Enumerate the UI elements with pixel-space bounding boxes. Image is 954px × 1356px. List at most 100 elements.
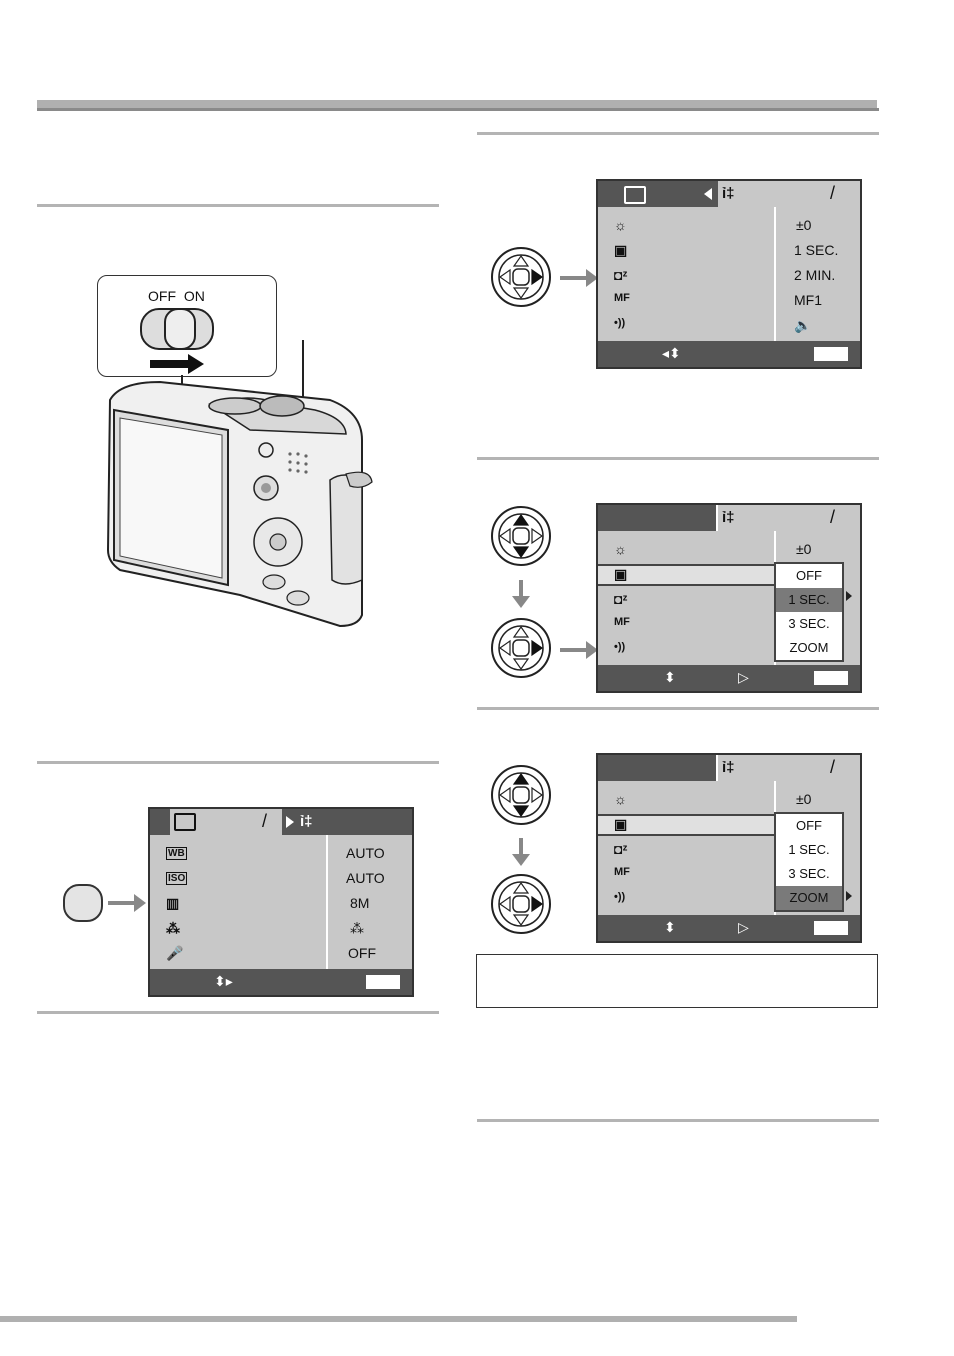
audio-value: OFF bbox=[348, 945, 376, 961]
beep-icon: •)) bbox=[614, 891, 626, 903]
top-header-bar bbox=[37, 100, 877, 108]
dpad-right-press[interactable] bbox=[490, 617, 552, 679]
section-rule bbox=[37, 204, 439, 207]
down-step-arrow bbox=[512, 838, 530, 866]
mf-assist-value: MF1 bbox=[794, 292, 822, 308]
lcd-footer: ⬍ ▷ bbox=[598, 915, 860, 941]
switch-labels: OFF ON bbox=[148, 288, 205, 304]
next-step-arrow bbox=[560, 269, 598, 287]
setup-tab-arrow-icon bbox=[286, 816, 294, 828]
page-indicator: / bbox=[262, 811, 268, 831]
lcd-footer: ◂⬍ bbox=[598, 341, 860, 367]
power-switch-inset: OFF ON bbox=[97, 275, 277, 377]
mf-assist-icon: MF bbox=[614, 866, 630, 878]
iso-icon: ISO bbox=[166, 872, 188, 885]
nav-right-icon: ▷ bbox=[738, 669, 749, 685]
lcd-header: ỉ‡ / bbox=[598, 505, 860, 531]
switch-on-label: ON bbox=[183, 288, 205, 304]
brightness-value: ±0 bbox=[796, 791, 812, 807]
picture-size-icon: ▥ bbox=[166, 895, 180, 911]
setup-tab-icon: ỉ‡ bbox=[300, 813, 313, 830]
down-step-arrow bbox=[512, 580, 530, 608]
camera-tab-icon bbox=[624, 186, 646, 204]
beep-icon: •)) bbox=[614, 317, 626, 329]
camera-tab-icon bbox=[174, 813, 196, 831]
review-options-popup: OFF 1 SEC. 3 SEC. ZOOM bbox=[774, 562, 844, 662]
dpad-up-down-press[interactable] bbox=[490, 764, 552, 826]
next-step-arrow bbox=[560, 641, 598, 659]
back-tab-arrow-icon bbox=[704, 188, 712, 200]
switch-direction-arrow bbox=[150, 360, 190, 368]
nav-updown-icon: ⬍ bbox=[664, 919, 676, 935]
quality-icon: ⁂ bbox=[166, 920, 180, 936]
exit-hint bbox=[366, 975, 400, 989]
white-balance-icon: WB bbox=[166, 847, 187, 860]
switch-off-label: OFF bbox=[148, 288, 176, 304]
menu-button[interactable] bbox=[63, 884, 103, 922]
exit-hint bbox=[814, 347, 848, 361]
option-off[interactable]: OFF bbox=[776, 814, 842, 838]
note-box bbox=[476, 954, 878, 1008]
next-step-arrow bbox=[108, 894, 146, 912]
lcd-screen-zoom-selected: ỉ‡ / ☼ ±0 ▣ ◘ᶻ MF •)) OFF 1 SEC. 3 SEC. Z… bbox=[596, 753, 862, 943]
highlighted-row bbox=[598, 814, 776, 836]
top-header-bar-shadow bbox=[37, 108, 879, 111]
nav-hint-icon: ◂⬍ bbox=[662, 345, 681, 361]
section-rule bbox=[37, 761, 439, 764]
section-rule bbox=[477, 1119, 879, 1122]
quality-value: ⁂ bbox=[350, 920, 364, 936]
highlighted-row bbox=[598, 564, 776, 586]
power-save-icon: ◘ᶻ bbox=[614, 591, 628, 607]
switch-direction-arrowhead bbox=[188, 354, 204, 374]
lcd-footer: ⬍ ▷ bbox=[598, 665, 860, 691]
dpad-up-down-press[interactable] bbox=[490, 505, 552, 567]
review-icon: ▣ bbox=[614, 816, 628, 832]
option-zoom[interactable]: ZOOM bbox=[776, 636, 842, 660]
lcd-footer: ⬍▸ bbox=[150, 969, 412, 995]
review-options-popup: OFF 1 SEC. 3 SEC. ZOOM bbox=[774, 812, 844, 912]
option-3-sec[interactable]: 3 SEC. bbox=[776, 862, 842, 886]
audio-icon: 🎤 bbox=[166, 945, 184, 961]
option-1-sec[interactable]: 1 SEC. bbox=[776, 838, 842, 862]
brightness-icon: ☼ bbox=[614, 791, 627, 807]
section-rule bbox=[477, 132, 879, 135]
exit-hint bbox=[814, 921, 848, 935]
selection-pointer-icon bbox=[846, 591, 852, 601]
page-indicator: / bbox=[830, 183, 836, 203]
iso-value: AUTO bbox=[346, 870, 385, 886]
dpad-right-press[interactable] bbox=[490, 873, 552, 935]
mf-assist-icon: MF bbox=[614, 292, 630, 304]
option-3-sec[interactable]: 3 SEC. bbox=[776, 612, 842, 636]
power-switch[interactable] bbox=[140, 308, 214, 350]
brightness-value: ±0 bbox=[796, 541, 812, 557]
option-1-sec[interactable]: 1 SEC. bbox=[776, 588, 842, 612]
bottom-footer-bar bbox=[0, 1316, 797, 1322]
values-column bbox=[774, 207, 860, 341]
white-balance-value: AUTO bbox=[346, 845, 385, 861]
review-icon: ▣ bbox=[614, 242, 628, 258]
review-icon: ▣ bbox=[614, 566, 628, 582]
mf-assist-icon: MF bbox=[614, 616, 630, 628]
values-column bbox=[326, 835, 412, 969]
option-zoom[interactable]: ZOOM bbox=[776, 886, 842, 910]
lcd-header: ỉ‡ / bbox=[598, 755, 860, 781]
setup-tab-icon: ỉ‡ bbox=[722, 759, 735, 776]
dpad-right-press[interactable] bbox=[490, 246, 552, 308]
setup-tab-icon: ỉ‡ bbox=[722, 509, 735, 526]
nav-updown-icon: ⬍ bbox=[664, 669, 676, 685]
section-rule bbox=[477, 457, 879, 460]
section-rule bbox=[37, 1011, 439, 1014]
page-indicator: / bbox=[830, 507, 836, 527]
setup-tab-icon: ỉ‡ bbox=[722, 185, 735, 202]
option-off[interactable]: OFF bbox=[776, 564, 842, 588]
section-rule bbox=[477, 707, 879, 710]
beep-icon: •)) bbox=[614, 641, 626, 653]
power-save-icon: ◘ᶻ bbox=[614, 841, 628, 857]
brightness-value: ±0 bbox=[796, 217, 812, 233]
brightness-icon: ☼ bbox=[614, 217, 627, 233]
review-value: 1 SEC. bbox=[794, 242, 839, 258]
lcd-header: / ỉ‡ bbox=[150, 809, 412, 835]
exit-hint bbox=[814, 671, 848, 685]
